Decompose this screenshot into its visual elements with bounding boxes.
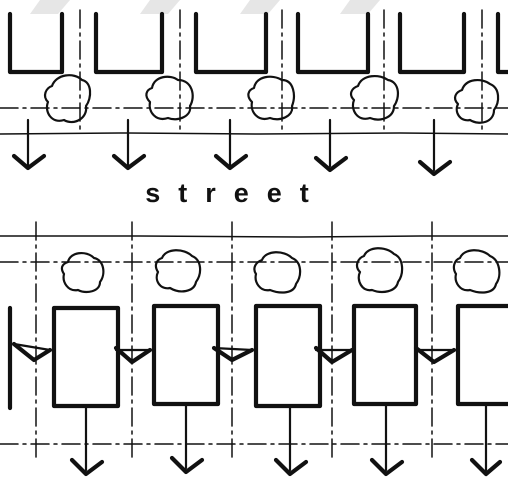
bottom-arrow-2 — [169, 404, 205, 475]
bottom-building-3 — [151, 303, 221, 407]
top-edge-bands — [30, 0, 380, 14]
top-tree-1 — [43, 74, 92, 124]
top-tree-row — [43, 74, 500, 124]
bottom-tree-1 — [60, 252, 105, 293]
top-lot-lines — [79, 9, 483, 133]
bottom-arrow-4 — [369, 404, 405, 477]
bottom-tree-2 — [154, 249, 202, 293]
bottom-building-5 — [351, 303, 419, 407]
bottom-lot-lines — [35, 221, 433, 461]
top-arrow-3 — [213, 118, 249, 171]
street-label: street — [145, 178, 327, 208]
top-tree-5 — [453, 78, 500, 124]
top-arrow-2 — [111, 118, 147, 171]
bottom-building-row — [7, 303, 508, 411]
top-street-edge — [0, 132, 508, 135]
bottom-arrow-3 — [273, 406, 309, 477]
bottom-building-4 — [253, 303, 323, 409]
top-building-5 — [397, 11, 467, 75]
top-building-6 — [495, 11, 508, 75]
entry-arrow-1 — [11, 341, 53, 363]
top-tree-4 — [349, 74, 400, 121]
bottom-tree-5 — [452, 249, 501, 294]
entry-arrow-5 — [413, 345, 457, 365]
bottom-arrow-1 — [69, 406, 105, 477]
top-arrow-4 — [313, 118, 349, 173]
bottom-tree-4 — [355, 247, 404, 293]
top-tree-2 — [145, 75, 194, 121]
bottom-tree-3 — [253, 251, 302, 294]
entry-arrow-2 — [113, 345, 153, 365]
top-arrow-1 — [11, 118, 47, 171]
bottom-building-6 — [455, 303, 508, 407]
top-arrow-row — [11, 118, 453, 177]
top-building-3 — [193, 11, 269, 75]
bottom-entry-arrows — [11, 341, 457, 365]
bottom-building-2 — [51, 305, 121, 409]
bottom-arrow-row — [69, 404, 503, 477]
top-building-2 — [93, 11, 165, 75]
top-building-1 — [7, 11, 65, 75]
top-arrow-5 — [417, 118, 453, 177]
bottom-tree-row — [60, 247, 501, 294]
bottom-street-edge — [0, 235, 508, 238]
top-building-row — [7, 11, 508, 75]
bottom-arrow-5 — [469, 404, 503, 477]
top-building-4 — [295, 11, 371, 75]
entry-arrow-3 — [211, 345, 255, 363]
top-tree-3 — [247, 75, 295, 121]
entry-arrow-4 — [313, 345, 355, 365]
